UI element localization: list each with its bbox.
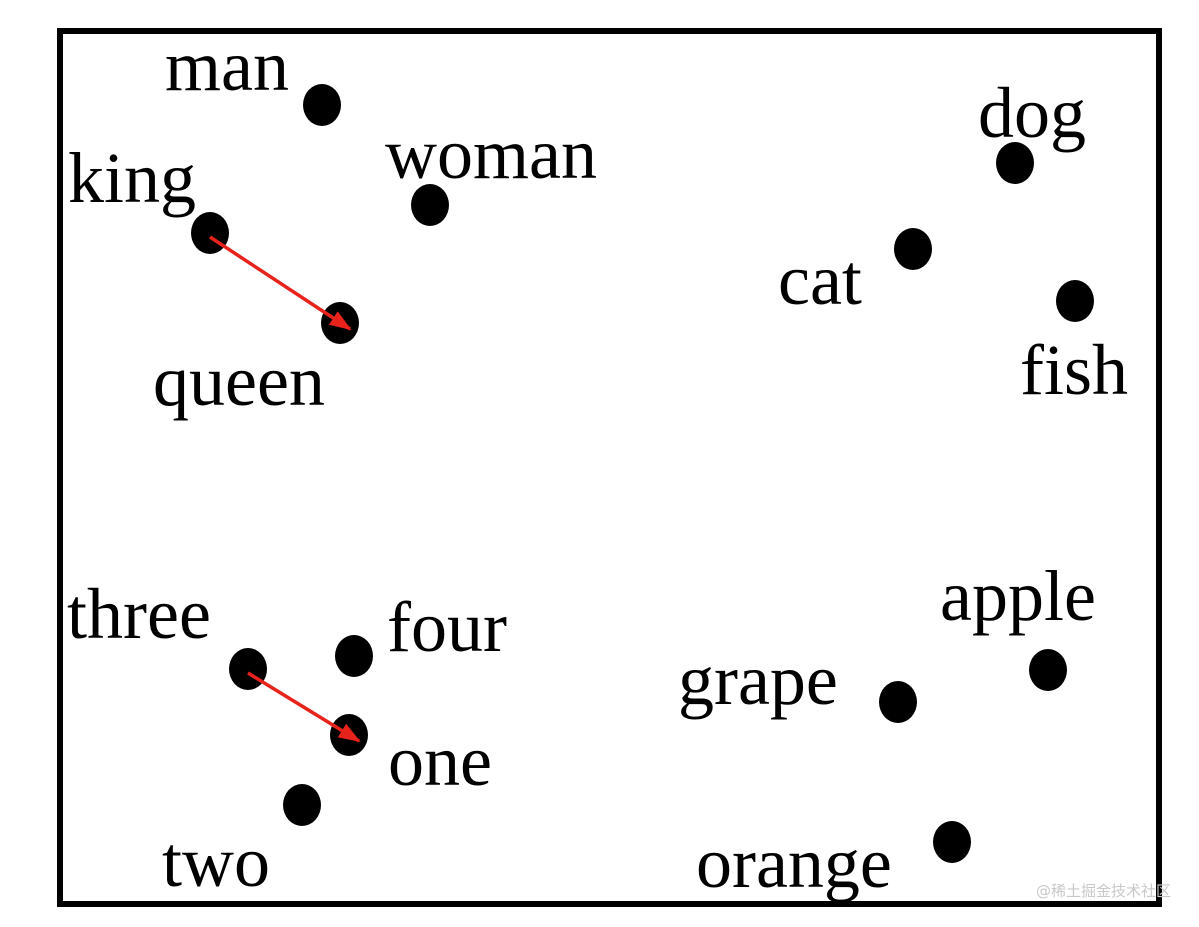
- arrow-three-to-one: [247, 671, 361, 743]
- label-grape: grape: [678, 640, 838, 720]
- frame: [57, 28, 1162, 907]
- watermark: @稀土掘金技术社区: [1035, 882, 1171, 900]
- label-woman: woman: [385, 114, 597, 194]
- point-woman: [411, 184, 449, 226]
- label-four: four: [387, 587, 507, 667]
- label-fish: fish: [1020, 330, 1128, 410]
- arrows-layer: [209, 235, 361, 743]
- label-one: one: [388, 721, 492, 801]
- label-cat: cat: [778, 240, 862, 320]
- point-dog: [996, 142, 1034, 184]
- label-dog: dog: [978, 73, 1086, 153]
- arrow-king-to-queen: [209, 235, 352, 331]
- label-man: man: [165, 26, 289, 106]
- point-two: [283, 784, 321, 826]
- point-fish: [1056, 280, 1094, 322]
- point-cat: [894, 228, 932, 270]
- points-layer: [191, 84, 1094, 863]
- label-two: two: [162, 822, 270, 902]
- label-queen: queen: [153, 341, 325, 421]
- point-apple: [1029, 649, 1067, 691]
- point-orange: [933, 821, 971, 863]
- labels-layer: man woman king queen dog cat fish three four one t…: [67, 26, 1128, 903]
- label-king: king: [68, 138, 196, 218]
- point-four: [335, 635, 373, 677]
- point-man: [303, 84, 341, 126]
- label-orange: orange: [696, 823, 892, 903]
- label-apple: apple: [940, 556, 1096, 636]
- label-three: three: [67, 574, 211, 654]
- point-three: [229, 648, 267, 690]
- point-grape: [879, 681, 917, 723]
